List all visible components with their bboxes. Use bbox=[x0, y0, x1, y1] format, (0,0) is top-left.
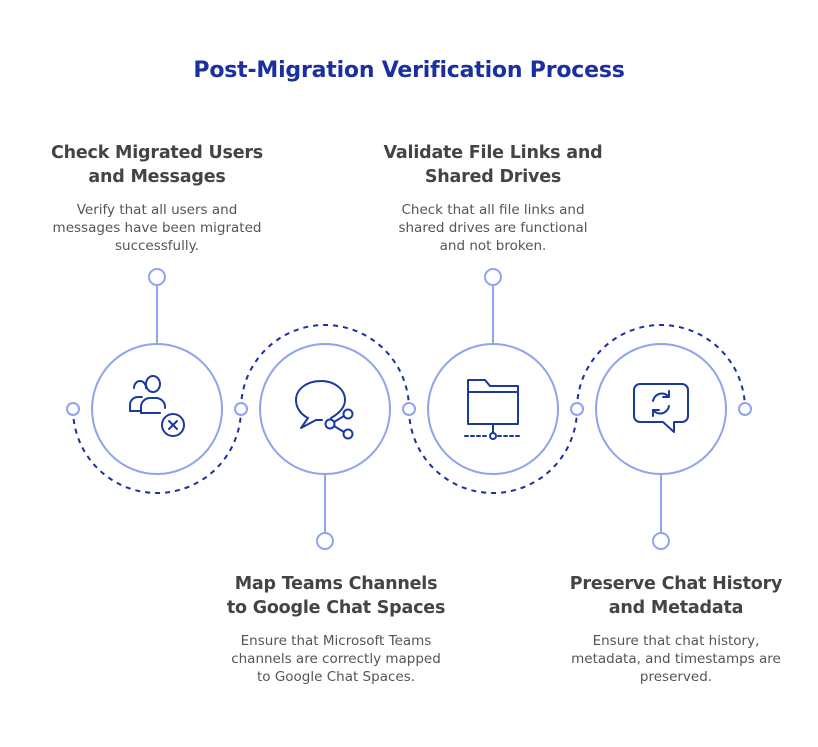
dashed-arc-4 bbox=[576, 324, 746, 410]
step-circles bbox=[91, 343, 727, 475]
dashed-arc-3 bbox=[408, 408, 578, 494]
chat-sync-icon bbox=[633, 383, 689, 433]
step-3-title: Validate File Links and Shared Drives bbox=[383, 143, 603, 187]
arc-node-1 bbox=[66, 402, 80, 416]
network-folder-icon bbox=[464, 379, 522, 440]
arc-node-5 bbox=[738, 402, 752, 416]
step-3-circle bbox=[427, 343, 559, 475]
users-remove-icon bbox=[129, 375, 185, 437]
node-dot-step-4 bbox=[652, 532, 670, 550]
dashed-arc-1 bbox=[72, 408, 242, 494]
step-1-circle bbox=[91, 343, 223, 475]
node-dot-step-2 bbox=[316, 532, 334, 550]
step-4-title: Preserve Chat History and Metadata bbox=[569, 574, 783, 618]
step-2-title: Map Teams Channels to Google Chat Spaces bbox=[226, 574, 446, 618]
step-1-title: Check Migrated Users and Messages bbox=[50, 143, 264, 187]
chat-share-icon bbox=[295, 380, 354, 440]
step-3-description: Check that all file links and shared dri… bbox=[398, 202, 588, 254]
page-title: Post-Migration Verification Process bbox=[193, 58, 625, 83]
arc-node-4 bbox=[570, 402, 584, 416]
step-1-description: Verify that all users and messages have … bbox=[52, 202, 262, 254]
arc-node-2 bbox=[234, 402, 248, 416]
step-2-circle bbox=[259, 343, 391, 475]
node-dot-step-1 bbox=[148, 268, 166, 286]
step-2-text: Map Teams Channels to Google Chat Spaces… bbox=[206, 572, 466, 686]
step-4-description: Ensure that chat history, metadata, and … bbox=[571, 633, 781, 685]
step-2-description: Ensure that Microsoft Teams channels are… bbox=[231, 633, 441, 685]
dashed-arc-2 bbox=[240, 324, 410, 410]
node-dot-step-3 bbox=[484, 268, 502, 286]
step-4-circle bbox=[595, 343, 727, 475]
node-dots bbox=[66, 268, 752, 550]
step-1-text: Check Migrated Users and Messages Verify… bbox=[40, 141, 274, 255]
step-3-text: Validate File Links and Shared Drives Ch… bbox=[370, 141, 616, 255]
step-4-text: Preserve Chat History and Metadata Ensur… bbox=[546, 572, 806, 686]
connector-lines bbox=[156, 285, 662, 532]
dashed-connectors bbox=[72, 324, 746, 494]
arc-node-3 bbox=[402, 402, 416, 416]
